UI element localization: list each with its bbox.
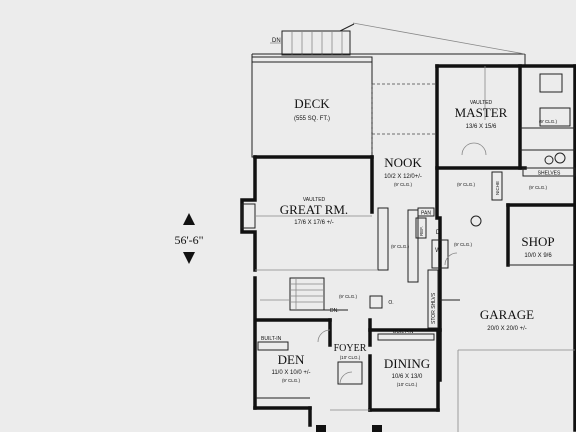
dining-name: DINING (384, 356, 430, 371)
garage-door (457, 349, 575, 432)
dryer-label: D (436, 230, 441, 236)
master-dims: 13/6 X 15/6 (466, 124, 497, 130)
master-name: MASTER (455, 105, 508, 120)
foyer-ceiling: (10' CLG.) (340, 355, 361, 360)
garage-name: GARAGE (480, 307, 534, 322)
kitchen-details (407, 207, 482, 283)
great-room-details (241, 203, 389, 271)
master-prefix: VAULTED (470, 100, 493, 106)
stor-shlvs-label: STOR SHLVS (431, 292, 437, 324)
nook-dims: 10/2 X 12/0+/- (384, 174, 422, 180)
den-walls (256, 318, 332, 399)
deck-outline (251, 22, 526, 158)
deck-name: DECK (294, 96, 330, 111)
closet2-ceiling: (9' CLG.) (529, 185, 548, 190)
nook-name: NOOK (384, 155, 422, 170)
den-built-in: BUILT-IN (261, 336, 282, 342)
closet-ceiling: (9' CLG.) (457, 182, 476, 187)
arrow-down-icon (183, 252, 195, 264)
shop-name: SHOP (521, 234, 554, 249)
master-bath-ceiling: (9' CLG.) (539, 119, 558, 124)
foyer-name: FOYER (334, 343, 367, 354)
dining-dims: 10/6 X 13/0 (392, 374, 423, 380)
great-room-dims: 17/6 X 17/6 +/- (294, 220, 334, 226)
pan-label: PAN (421, 211, 431, 217)
dining-built-in: BUILT-IN (393, 329, 414, 335)
dining-walls (368, 328, 442, 341)
den-ceiling: (9' CLG.) (282, 378, 301, 383)
washer-label: W (435, 248, 441, 254)
garage-dims: 20/0 X 20/0 +/- (487, 326, 527, 332)
den-name: DEN (278, 352, 305, 367)
master-details (461, 64, 575, 170)
shop-dims: 10/0 X 9/6 (524, 253, 552, 259)
deck-area: (555 SQ. FT.) (294, 116, 330, 122)
dining-ceiling: (10' CLG.) (397, 382, 418, 387)
stor-shlvs-box (427, 269, 439, 329)
arrow-up-icon (183, 213, 195, 225)
great-room-name: GREAT RM. (280, 202, 348, 217)
kitchen-ceiling: (9' CLG.) (391, 244, 410, 249)
main-stairs (260, 277, 348, 311)
hall-closet (369, 295, 383, 309)
closet-niche (491, 167, 576, 201)
overall-depth: 56'-6" (174, 233, 203, 247)
hall-ceiling: (9' CLG.) (339, 294, 358, 299)
great-room-prefix: VAULTED (303, 197, 326, 203)
top-stairs-label: DN (272, 38, 281, 44)
ref-label: REF. (419, 226, 424, 236)
main-stairs-label: DN. (330, 308, 339, 314)
top-stairs (270, 23, 355, 56)
nook-dashed-area (371, 83, 438, 154)
den-dims: 11/0 X 10/0 +/- (271, 370, 310, 376)
nook-ceiling: (9' CLG.) (394, 182, 413, 187)
laundry-ceiling: (9' CLG.) (454, 242, 473, 247)
niche-label: NICHE (495, 181, 500, 195)
foyer-walls (316, 318, 382, 432)
shelves-label: SHELVES (538, 171, 561, 177)
closet-label: O. (388, 300, 393, 306)
